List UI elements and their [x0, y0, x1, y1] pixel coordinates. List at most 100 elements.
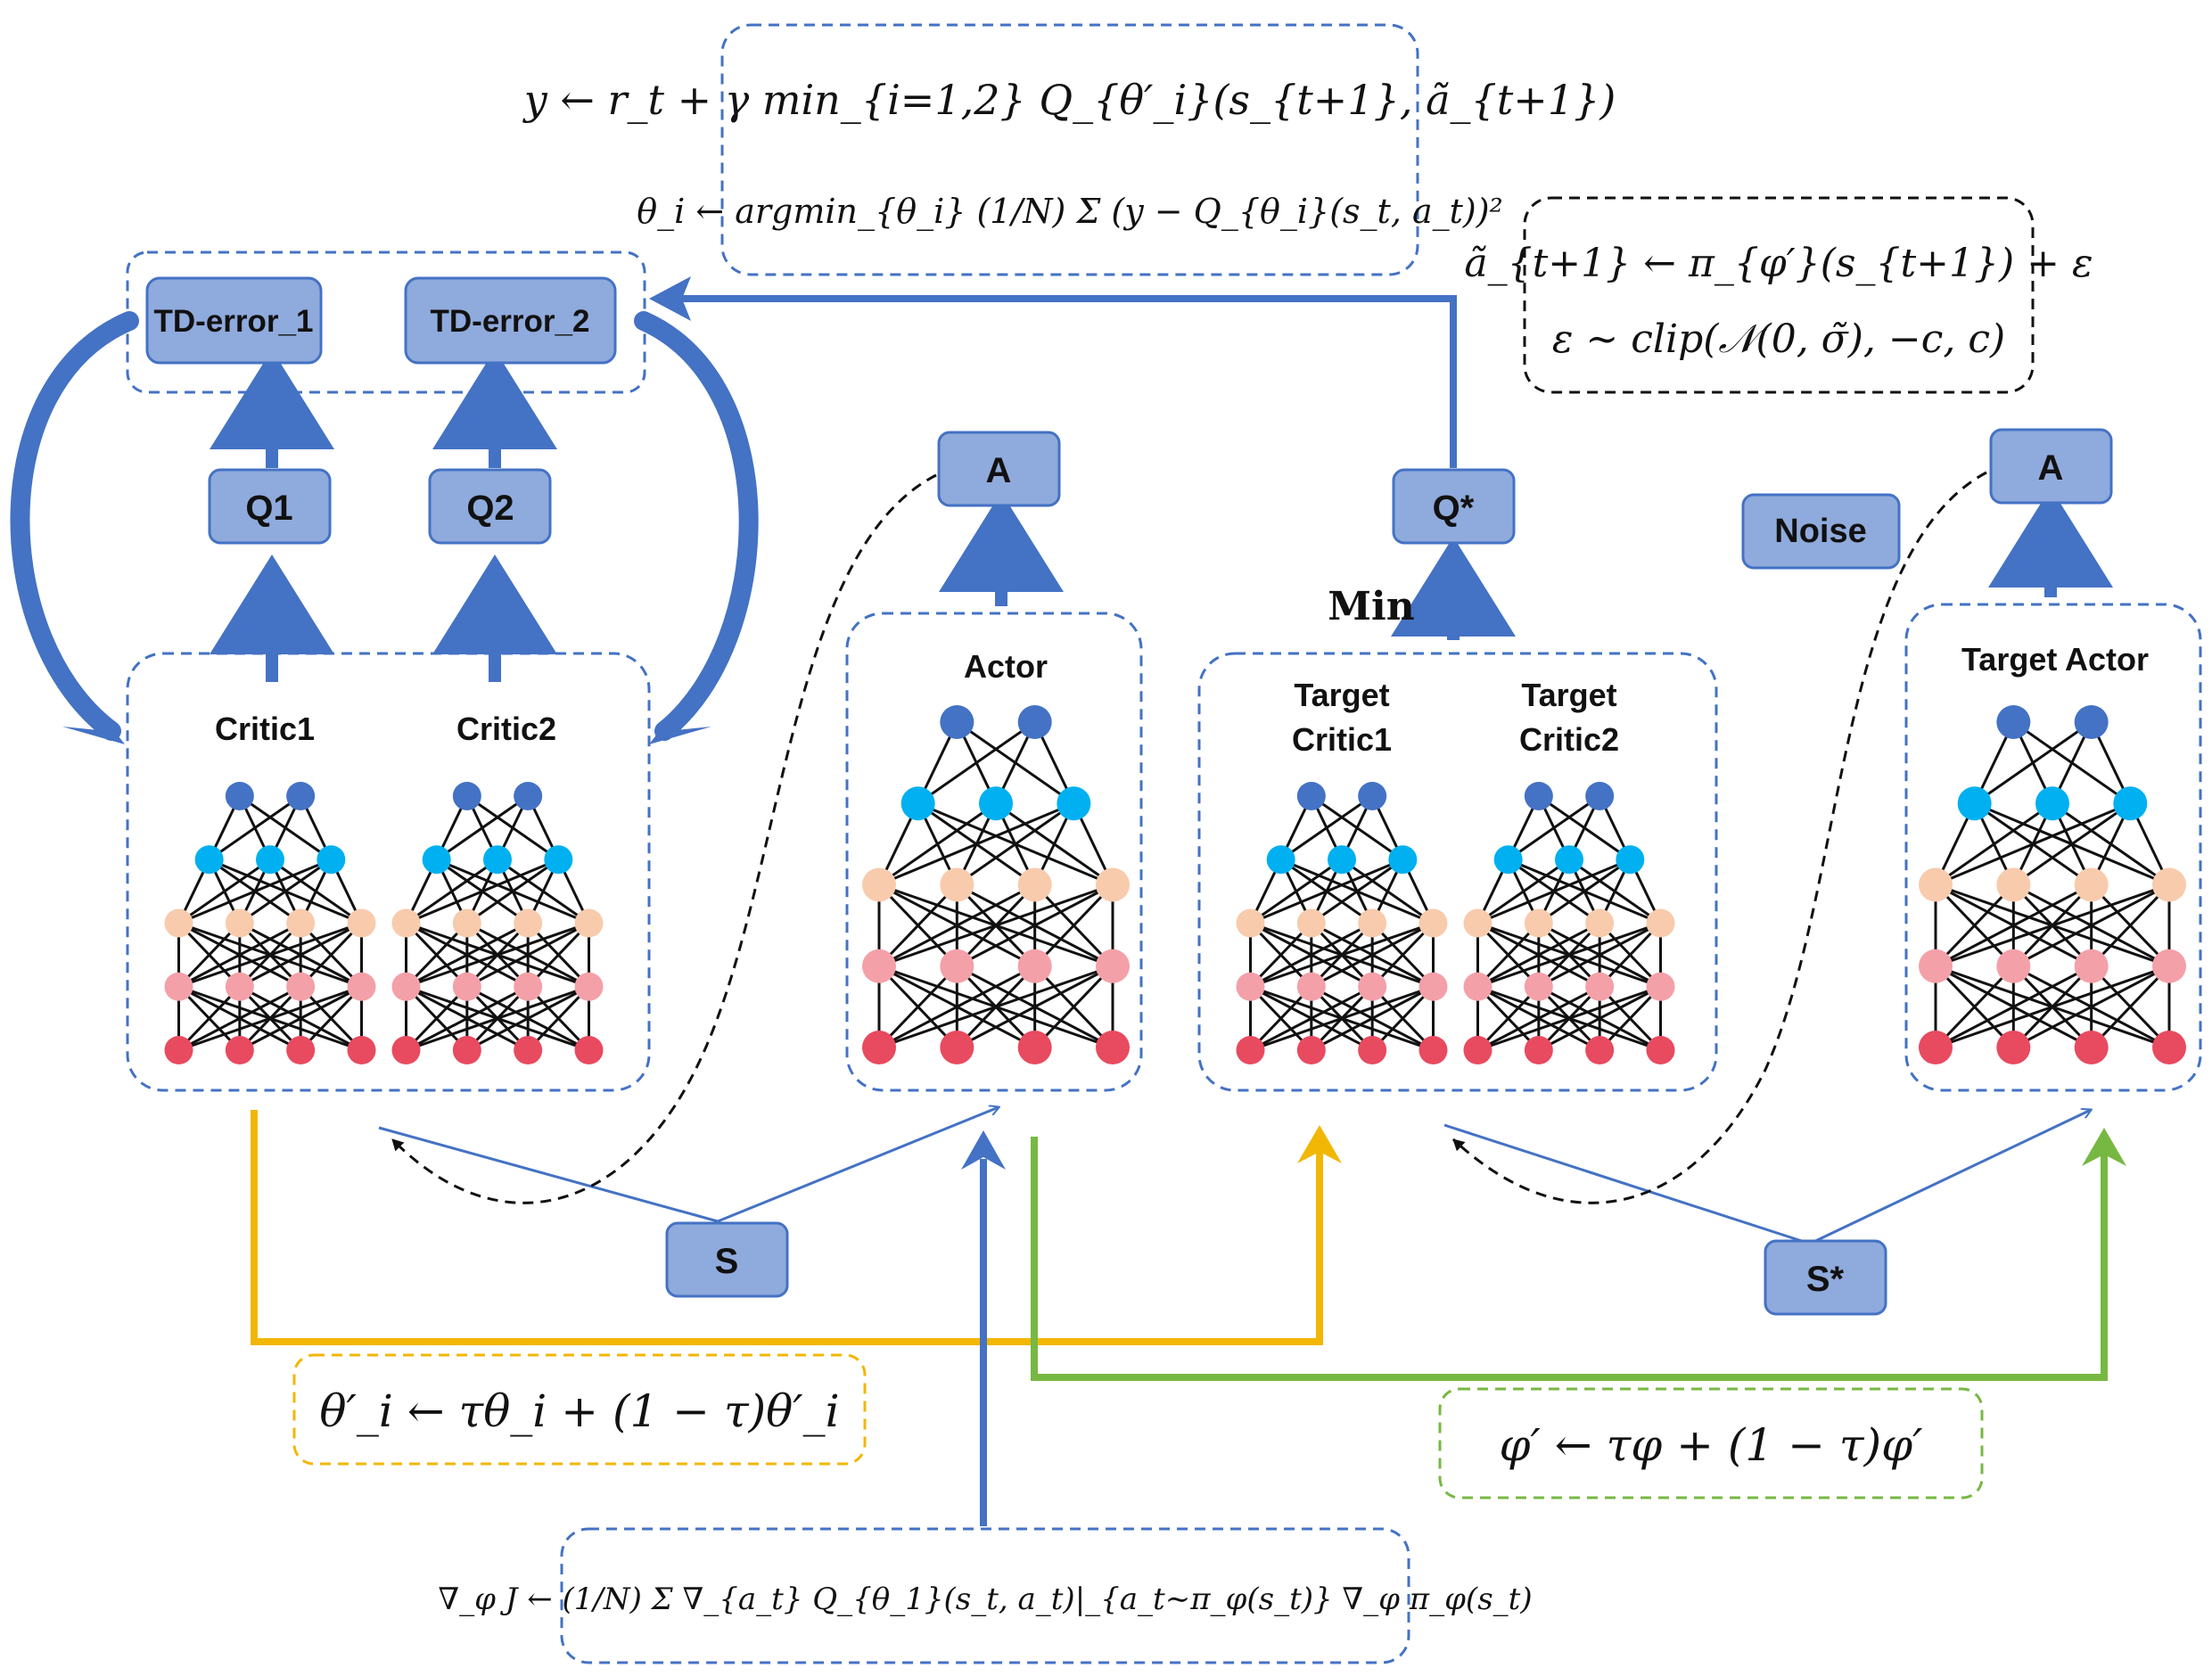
td-error-2-node[interactable]: TD-error_2 [404, 276, 617, 365]
neuron [1463, 972, 1492, 1001]
neuron [1996, 1031, 2031, 1064]
neuron [2074, 867, 2109, 902]
neuron [347, 1036, 376, 1064]
neuron [452, 782, 481, 810]
neuron [1646, 1036, 1675, 1064]
target-actor-group [1904, 603, 2202, 1092]
actor-label: Actor [964, 648, 1048, 685]
a-to-critic-dashed-curve [391, 473, 937, 1204]
neuron [391, 972, 421, 1001]
neuron [164, 908, 193, 938]
neuron [574, 1036, 604, 1064]
neuron [286, 972, 316, 1001]
policy-gradient-box [560, 1527, 1410, 1664]
neuron [2152, 867, 2186, 902]
neuron [164, 972, 193, 1001]
qstar-to-td-arrowhead [649, 276, 691, 321]
neuron [1646, 908, 1675, 938]
neuron [979, 786, 1013, 821]
neuron [1585, 908, 1615, 938]
q-star-label: Q* [1433, 489, 1475, 528]
actor-action-label: A [986, 451, 1012, 490]
neuron [225, 782, 254, 810]
neuron [1096, 949, 1130, 983]
critic1-label: Critic1 [215, 711, 315, 747]
neuron [1919, 1031, 1953, 1064]
actor-action-node[interactable]: A [937, 431, 1061, 507]
neuron [225, 972, 254, 1001]
neuron [1017, 705, 1052, 739]
policy-gradient-arrowhead [961, 1130, 1006, 1170]
s-to-actor-line [717, 1107, 999, 1223]
next-state-node[interactable]: S* [1764, 1239, 1887, 1316]
soft-update-critic-box [292, 1353, 867, 1466]
neuron [862, 1031, 896, 1064]
neuron [862, 949, 896, 983]
target-critic2-network [1463, 782, 1675, 1064]
neuron [1524, 782, 1553, 810]
neuron [1096, 867, 1130, 902]
td1-to-critic-arrowhead [62, 686, 125, 744]
qstar-to-td-path [664, 295, 1457, 468]
target-critic1-label-line2: Critic1 [1292, 721, 1392, 758]
critic2-network [391, 782, 604, 1064]
critic-update-equation: θ_i ← argmin_{θ_i} (1/N) Σ (y − Q_{θ_i}(… [637, 192, 1503, 232]
q1-node[interactable]: Q1 [208, 468, 332, 545]
neuron [391, 908, 421, 938]
neuron [940, 1031, 974, 1064]
neuron [1296, 1036, 1326, 1064]
green-arrowhead [2082, 1128, 2126, 1166]
noise-node[interactable]: Noise [1741, 493, 1901, 570]
td-error-1-node[interactable]: TD-error_1 [145, 276, 323, 365]
policy-gradient-equation: ∇_φ J ← (1/N) Σ ∇_{a_t} Q_{θ_1}(s_t, a_t… [438, 1582, 1532, 1617]
q-star-node[interactable]: Q* [1392, 468, 1516, 545]
neuron [1463, 908, 1492, 938]
neuron [1017, 867, 1052, 902]
neuron [1919, 867, 1953, 902]
state-node[interactable]: S [665, 1221, 789, 1298]
neuron [574, 972, 604, 1001]
soft-update-actor-equation: φ′ ← τφ + (1 − τ)φ′ [1500, 1419, 1924, 1471]
neuron [1585, 972, 1615, 1001]
neuron [1996, 705, 2031, 739]
neuron [2152, 1031, 2186, 1064]
q2-node[interactable]: Q2 [428, 468, 552, 545]
target-actor-action-node[interactable]: A [1989, 428, 2113, 505]
target-critic1-network [1236, 782, 1448, 1064]
neuron [1418, 1036, 1448, 1064]
neuron [1524, 1036, 1553, 1064]
neuron [514, 972, 543, 1001]
neuron [2074, 949, 2109, 983]
target-value-equation: y ← r_t + γ min_{i=1,2} Q_{θ′_i}(s_{t+1}… [522, 76, 1616, 124]
neuron [1388, 845, 1418, 875]
td1-to-critic-curve [10, 311, 139, 741]
noise-label: Noise [1774, 513, 1866, 550]
neuron [1358, 782, 1387, 810]
neuron [1236, 1036, 1265, 1064]
neuron [900, 786, 935, 821]
q1-label: Q1 [245, 489, 292, 528]
noise-clip-equation: ε ∼ clip(𝒩(0, σ̃), −c, c) [1552, 316, 2005, 362]
neuron [1057, 786, 1091, 821]
neuron [1017, 1031, 1052, 1064]
neuron [452, 1036, 481, 1064]
target-actor-action-label: A [2038, 448, 2064, 488]
neuron [1358, 972, 1387, 1001]
soft-update-actor-box [1438, 1387, 1984, 1499]
neuron [1328, 845, 1356, 875]
neuron [1585, 782, 1615, 810]
q2-label: Q2 [466, 489, 514, 528]
neuron [2152, 949, 2186, 983]
neuron [452, 972, 481, 1001]
neuron [256, 845, 284, 875]
td2-to-critic-curve [634, 311, 759, 741]
neuron [1418, 908, 1448, 938]
neuron [1555, 845, 1583, 875]
neuron [1957, 786, 1992, 821]
neuron [1646, 972, 1675, 1001]
neuron [1524, 908, 1553, 938]
neuron [347, 972, 376, 1001]
min-label: Min [1328, 584, 1414, 629]
